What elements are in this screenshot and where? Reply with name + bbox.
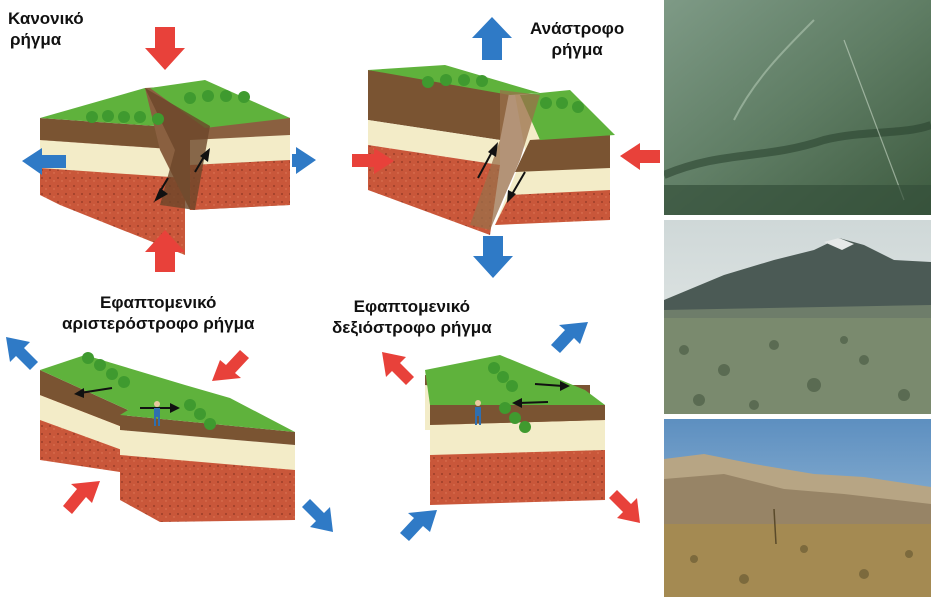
- reverse-arrow-top-icon: [472, 17, 512, 60]
- reverse-fault-block: [368, 65, 615, 235]
- left-lateral-fault-title: Εφαπτομενικό αριστερόστροφο ρήγμα: [62, 293, 255, 333]
- normal-arrow-right-icon: [292, 147, 316, 174]
- fault-diagrams: [6, 17, 660, 541]
- right-lateral-trees: [488, 362, 531, 433]
- normal-arrow-bottom-icon: [145, 230, 185, 272]
- left-lateral-arrow-top-right-icon: [212, 350, 249, 381]
- left-lateral-arrow-bottom-right-icon: [302, 499, 333, 532]
- right-lateral-arrow-bottom-right-icon: [609, 490, 640, 523]
- normal-arrow-left-icon: [22, 148, 66, 175]
- mountain-fault-photo: [664, 220, 931, 414]
- normal-fault-title: Κανονικό ρήγμα: [8, 9, 84, 49]
- reverse-arrow-right-icon: [620, 143, 660, 170]
- left-lateral-arrow-top-left-icon: [6, 337, 38, 370]
- person-icon-2: [475, 400, 481, 425]
- right-lateral-arrow-top-left-icon: [382, 352, 414, 385]
- aerial-fault-photo: [664, 0, 931, 215]
- reverse-trees: [422, 74, 584, 113]
- left-lateral-arrow-bottom-left-icon: [63, 481, 100, 514]
- left-lateral-fault-block: [40, 352, 295, 522]
- normal-fault-block: [40, 80, 290, 255]
- left-lateral-trees: [82, 352, 216, 430]
- reverse-fault-title: Ανάστροφο ρήγμα: [530, 19, 625, 59]
- right-lateral-fault-title: Εφαπτομενικό δεξιόστροφο ρήγμα: [332, 297, 492, 337]
- reverse-arrow-left-icon: [352, 148, 394, 174]
- right-lateral-arrow-top-right-icon: [551, 322, 588, 353]
- normal-trees: [86, 90, 250, 125]
- person-icon: [154, 401, 160, 426]
- normal-arrow-top-icon: [145, 27, 185, 70]
- right-lateral-fault-block: [425, 355, 605, 505]
- right-lateral-arrow-bottom-left-icon: [400, 510, 437, 541]
- hills-fault-photo: [664, 419, 931, 597]
- reverse-arrow-bottom-icon: [473, 236, 513, 278]
